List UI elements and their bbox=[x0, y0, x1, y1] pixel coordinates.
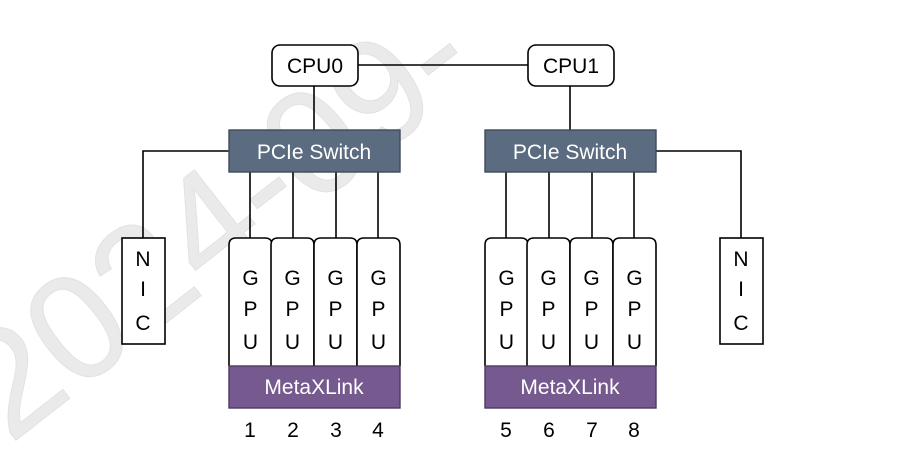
gpu-card-6: GPU bbox=[526, 237, 571, 366]
switch-to-nic-left-line bbox=[142, 150, 229, 238]
pcie-switch-left-label: PCIe Switch bbox=[257, 141, 371, 164]
gpu-number-7: 7 bbox=[586, 419, 598, 442]
gpu-card-8: GPU bbox=[612, 237, 657, 366]
gpu-5-letter-1: P bbox=[499, 298, 513, 321]
gpu-card-2: GPU bbox=[270, 237, 315, 366]
gpu-3-letter-2: U bbox=[328, 331, 343, 354]
nic-right-label: NIC bbox=[733, 248, 748, 335]
gpu-card-5: GPU bbox=[484, 237, 529, 366]
cpu1-node: CPU1 bbox=[527, 44, 615, 87]
gpu-number-3: 3 bbox=[330, 419, 342, 442]
gpu-numbers: 1 2 3 4 5 6 7 8 bbox=[244, 419, 640, 442]
metaxlink-left-label: MetaXLink bbox=[264, 376, 364, 399]
nic-left-letter-1: I bbox=[140, 278, 146, 301]
pcie-switch-right-label: PCIe Switch bbox=[513, 141, 627, 164]
gpu-6-letter-1: P bbox=[541, 298, 555, 321]
nic-right-letter-0: N bbox=[733, 248, 748, 271]
gpu-2-letter-1: P bbox=[285, 298, 299, 321]
metaxlink-right-label: MetaXLink bbox=[520, 376, 620, 399]
nic-right-letter-2: C bbox=[733, 312, 748, 335]
pcie-switch-right: PCIe Switch bbox=[484, 129, 657, 173]
gpu-5-letter-2: U bbox=[499, 331, 514, 354]
gpu-6-letter-2: U bbox=[541, 331, 556, 354]
gpu-4-letter-2: U bbox=[371, 331, 386, 354]
switch-to-nic-right-line bbox=[656, 150, 742, 238]
connection-lines bbox=[142, 64, 742, 238]
gpu-card-7: GPU bbox=[569, 237, 614, 366]
gpu-card-4: GPU bbox=[356, 237, 401, 366]
gpu-7-letter-1: P bbox=[584, 298, 598, 321]
metaxlink-right: MetaXLink bbox=[484, 365, 657, 409]
pcie-switch-left: PCIe Switch bbox=[228, 129, 401, 173]
gpu-2-letter-0: G bbox=[284, 267, 300, 290]
gpu-3-letter-1: P bbox=[328, 298, 342, 321]
gpu-number-4: 4 bbox=[372, 419, 384, 442]
gpu-number-5: 5 bbox=[500, 419, 512, 442]
gpu-number-6: 6 bbox=[543, 419, 555, 442]
nic-left-label: NIC bbox=[135, 248, 150, 335]
nic-right: NIC bbox=[719, 237, 764, 345]
gpu-4-letter-0: G bbox=[370, 267, 386, 290]
nic-left: NIC bbox=[121, 237, 166, 345]
gpu-6-letter-0: G bbox=[540, 267, 556, 290]
cpu1-label: CPU1 bbox=[543, 55, 599, 78]
gpu-7-letter-0: G bbox=[583, 267, 599, 290]
gpu-1-letter-0: G bbox=[242, 267, 258, 290]
cpu0-label: CPU0 bbox=[287, 55, 343, 78]
nic-left-letter-2: C bbox=[135, 312, 150, 335]
gpu-number-2: 2 bbox=[287, 419, 299, 442]
nic-right-letter-1: I bbox=[738, 278, 744, 301]
gpu-8-letter-2: U bbox=[627, 331, 642, 354]
cpu0-node: CPU0 bbox=[271, 44, 359, 87]
gpu-3-letter-0: G bbox=[327, 267, 343, 290]
gpu-1-letter-1: P bbox=[243, 298, 257, 321]
gpu-number-1: 1 bbox=[244, 419, 256, 442]
gpu-2-letter-2: U bbox=[285, 331, 300, 354]
gpu-number-8: 8 bbox=[628, 419, 640, 442]
nic-left-letter-0: N bbox=[135, 248, 150, 271]
gpu-8-letter-1: P bbox=[627, 298, 641, 321]
gpu-4-letter-1: P bbox=[371, 298, 385, 321]
metaxlink-left: MetaXLink bbox=[228, 365, 401, 409]
gpu-card-3: GPU bbox=[313, 237, 358, 366]
gpu-card-1: GPU bbox=[228, 237, 273, 366]
gpu-8-letter-0: G bbox=[626, 267, 642, 290]
gpu-7-letter-2: U bbox=[584, 331, 599, 354]
gpu-5-letter-0: G bbox=[498, 267, 514, 290]
gpu-1-letter-2: U bbox=[243, 331, 258, 354]
